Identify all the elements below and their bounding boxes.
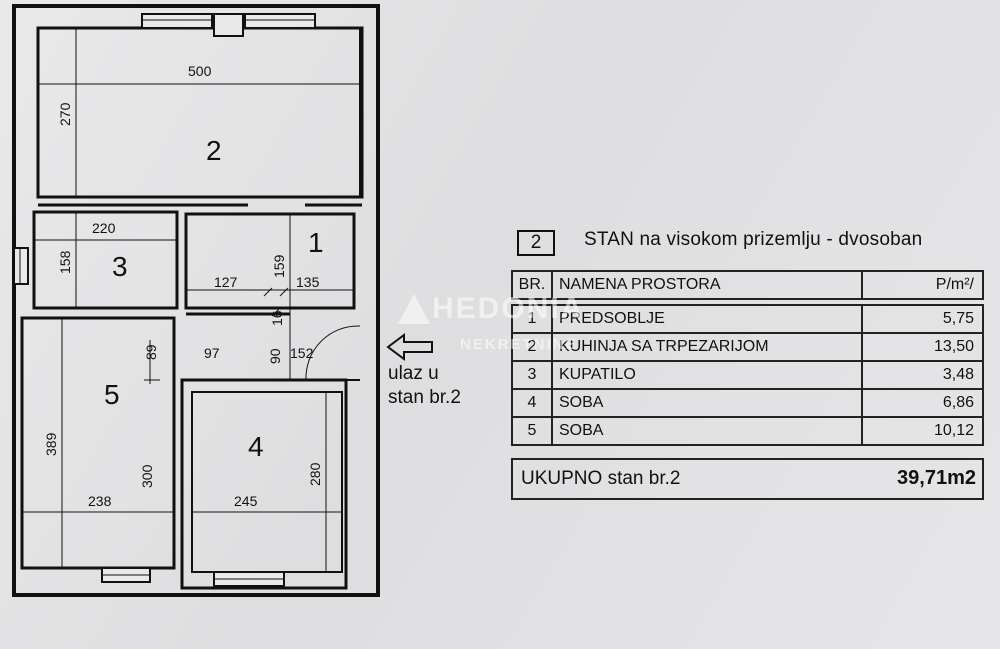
table-row: 5 SOBA 10,12: [511, 416, 984, 446]
dim-room-3-width: 220: [92, 220, 116, 236]
row-br: 2: [511, 332, 553, 362]
room-number-5: 5: [104, 379, 120, 410]
outer-wall: [12, 4, 380, 597]
room-number-3: 3: [112, 251, 128, 282]
dim-90: 90: [267, 348, 283, 364]
total-label: UKUPNO stan br.2: [521, 468, 681, 489]
total-value: 39,71m2: [897, 467, 976, 489]
window-top-right: [244, 13, 316, 29]
row-name: SOBA: [551, 388, 863, 418]
row-name: KUPATILO: [551, 360, 863, 390]
entry-label-line1: ulaz u: [388, 363, 439, 384]
dim-152: 152: [290, 345, 314, 361]
dim-97: 97: [204, 345, 220, 361]
entry-label: ulaz u stan br.2: [388, 362, 461, 410]
dim-room-5-width: 238: [88, 493, 112, 509]
room-5-outline: [20, 316, 176, 570]
room-1-outline: [184, 212, 356, 310]
dim-room-1-left: 127: [214, 274, 238, 290]
total-row: UKUPNO stan br.2 39,71m2: [511, 458, 984, 500]
row-name: KUHINJA SA TRPEZARIJOM: [551, 332, 863, 362]
header-name: NAMENA PROSTORA: [551, 270, 863, 300]
row-br: 5: [511, 416, 553, 446]
room-3-outline: [32, 210, 179, 310]
dim-room-4-width: 245: [234, 493, 258, 509]
watermark-line2: NEKRETNINE: [460, 336, 578, 353]
row-area: 6,86: [861, 388, 984, 418]
row-name: PREDSOBLJE: [551, 304, 863, 334]
table-row: 2 KUHINJA SA TRPEZARIJOM 13,50: [511, 332, 984, 362]
table-row: 3 KUPATILO 3,48: [511, 360, 984, 390]
entry-label-line2: stan br.2: [388, 387, 461, 408]
apartment-title: STAN na visokom prizemlju - dvosoban: [584, 229, 923, 250]
room-number-1: 1: [308, 227, 324, 258]
watermark-logo-icon: [398, 294, 430, 324]
window-left: [13, 247, 29, 285]
watermark-line1: HEDONIA: [432, 292, 585, 325]
dim-room-3-height: 158: [57, 250, 73, 274]
entry-arrow-icon: [386, 333, 433, 361]
row-br: 4: [511, 388, 553, 418]
window-top-left: [141, 13, 213, 29]
inner-wall-line: [38, 27, 361, 197]
row-br: 1: [511, 304, 553, 334]
row-area: 3,48: [861, 360, 984, 390]
header-area: P/m²/: [861, 270, 984, 300]
row-area: 10,12: [861, 416, 984, 446]
dim-room-4-height: 280: [307, 462, 323, 486]
room-number-2: 2: [206, 135, 222, 166]
entry-door-swing: [305, 325, 361, 381]
dim-room-5-89: 89: [143, 344, 159, 360]
room-number-4: 4: [248, 431, 264, 462]
dim-room-2-width: 500: [188, 63, 212, 79]
dim-16: 16: [269, 310, 285, 326]
row-area: 5,75: [861, 304, 984, 334]
dim-room-5-height: 389: [43, 432, 59, 456]
dim-room-5-300: 300: [139, 464, 155, 488]
table-row: 4 SOBA 6,86: [511, 388, 984, 418]
row-name: SOBA: [551, 416, 863, 446]
room-2-outline: [36, 26, 364, 199]
dim-room-2-height: 270: [57, 102, 73, 126]
header-br: BR.: [511, 270, 553, 300]
apartment-number-box: 2: [517, 230, 555, 256]
table-row: 1 PREDSOBLJE 5,75: [511, 304, 984, 334]
floor-plan: 500 270 220 158 159 135 127 16 89 97 90 …: [12, 4, 380, 597]
row-area: 13,50: [861, 332, 984, 362]
room-table-header: BR. NAMENA PROSTORA P/m²/: [511, 270, 984, 300]
room-table: BR. NAMENA PROSTORA P/m²/ 1 PREDSOBLJE 5…: [511, 270, 984, 446]
row-br: 3: [511, 360, 553, 390]
dim-room-1-width: 135: [296, 274, 320, 290]
dim-room-1-height: 159: [271, 254, 287, 278]
